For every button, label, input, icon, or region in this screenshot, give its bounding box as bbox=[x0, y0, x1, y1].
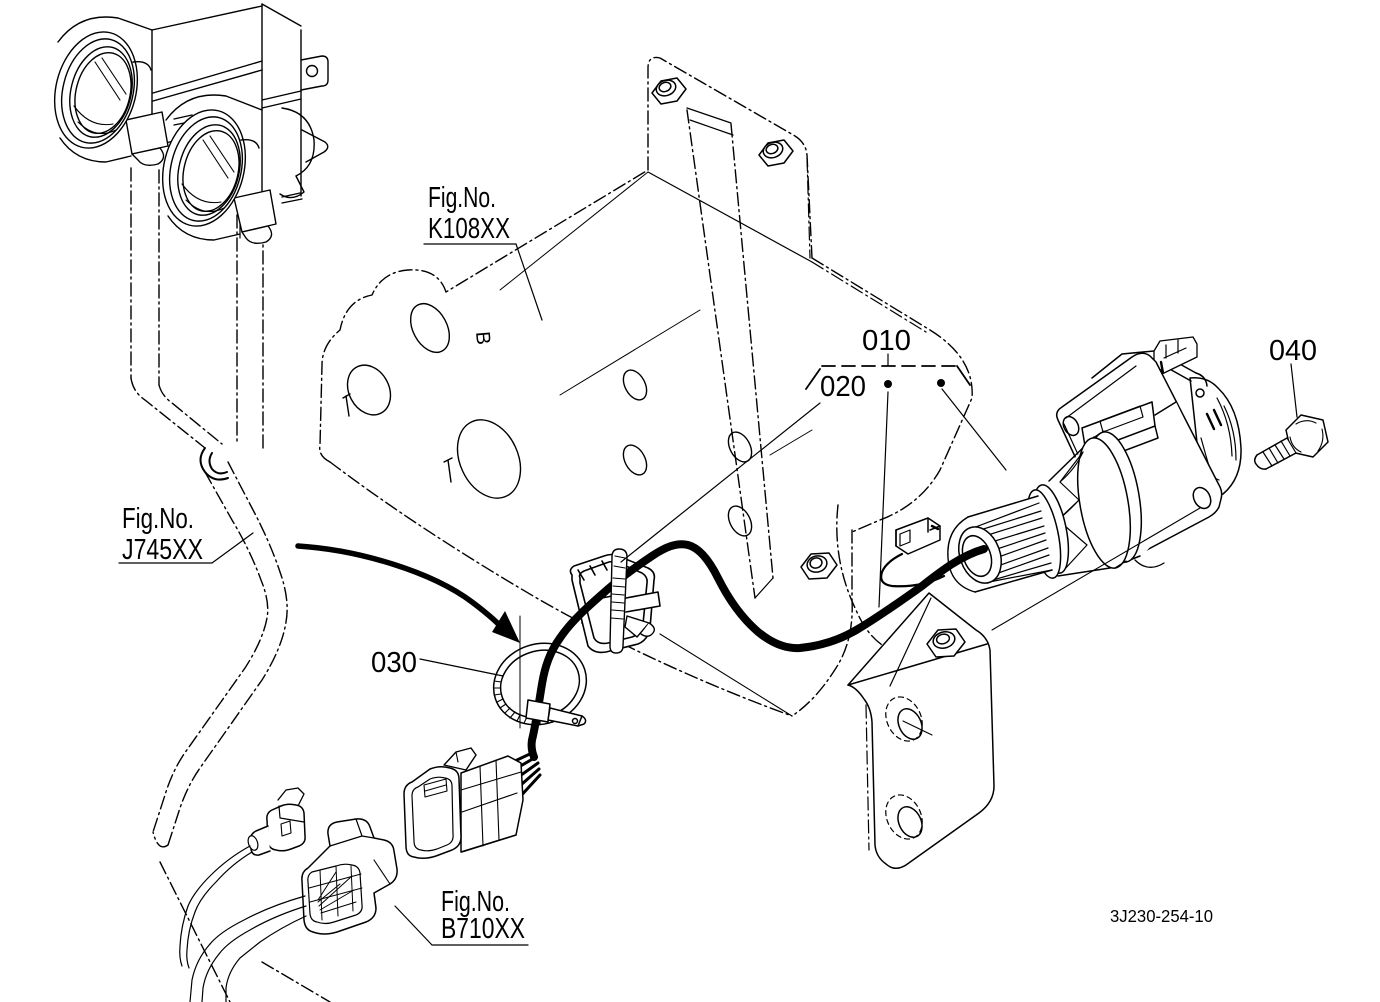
svg-text:K108XX: K108XX bbox=[428, 213, 510, 245]
svg-text:Fig.No.: Fig.No. bbox=[428, 182, 496, 214]
svg-text:B710XX: B710XX bbox=[441, 913, 525, 945]
svg-text:J745XX: J745XX bbox=[122, 534, 203, 566]
svg-text:040: 040 bbox=[1269, 335, 1317, 367]
svg-text:030: 030 bbox=[371, 647, 417, 679]
svg-text:010: 010 bbox=[862, 325, 911, 357]
svg-text:Fig.No.: Fig.No. bbox=[122, 503, 194, 535]
svg-text:3J230-254-10: 3J230-254-10 bbox=[1110, 906, 1213, 926]
svg-text:Fig.No.: Fig.No. bbox=[441, 886, 510, 918]
svg-text:B: B bbox=[471, 331, 494, 346]
svg-text:020: 020 bbox=[820, 371, 866, 403]
